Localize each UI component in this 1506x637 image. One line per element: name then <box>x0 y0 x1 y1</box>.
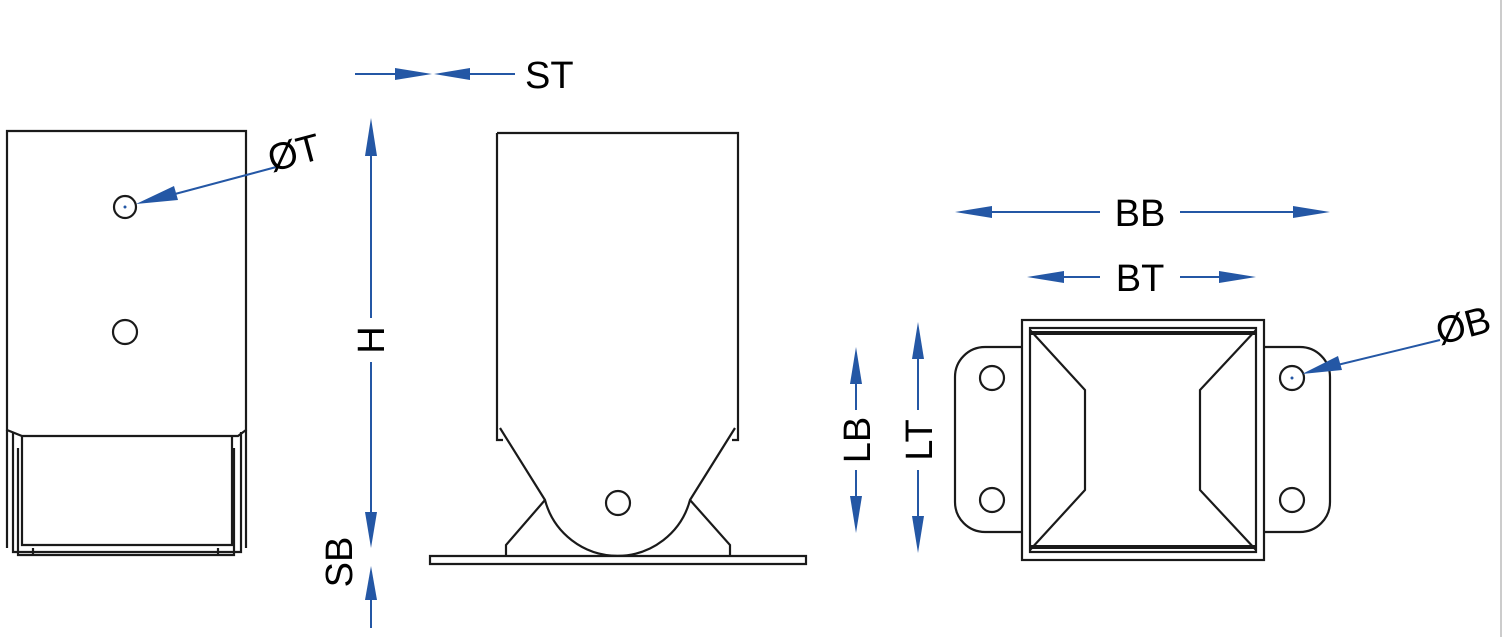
side-hole <box>604 489 632 517</box>
dimension-h: H <box>351 118 393 548</box>
dimension-bt: BT <box>1027 258 1256 300</box>
dimension-diam-b: ØB <box>1302 299 1495 374</box>
dimension-diam-t: ØT <box>136 126 325 204</box>
label-st: ST <box>525 55 574 97</box>
top-view <box>953 318 1332 562</box>
label-sb: SB <box>319 537 361 588</box>
label-diam-t: ØT <box>263 126 325 180</box>
top-hole <box>112 194 138 220</box>
middle-hole <box>111 318 139 346</box>
front-view <box>5 129 248 557</box>
label-h: H <box>351 326 393 353</box>
dimension-lb: LB <box>837 347 879 533</box>
dimension-lt: LT <box>899 322 941 553</box>
label-lb: LB <box>837 417 879 463</box>
label-lt: LT <box>899 419 941 461</box>
dimension-st: ST <box>355 55 574 97</box>
label-diam-b: ØB <box>1431 299 1495 354</box>
dimension-sb: SB <box>319 537 377 628</box>
side-view <box>428 131 808 566</box>
dimension-bb: BB <box>955 193 1330 235</box>
label-bb: BB <box>1115 193 1166 235</box>
label-bt: BT <box>1116 258 1165 300</box>
